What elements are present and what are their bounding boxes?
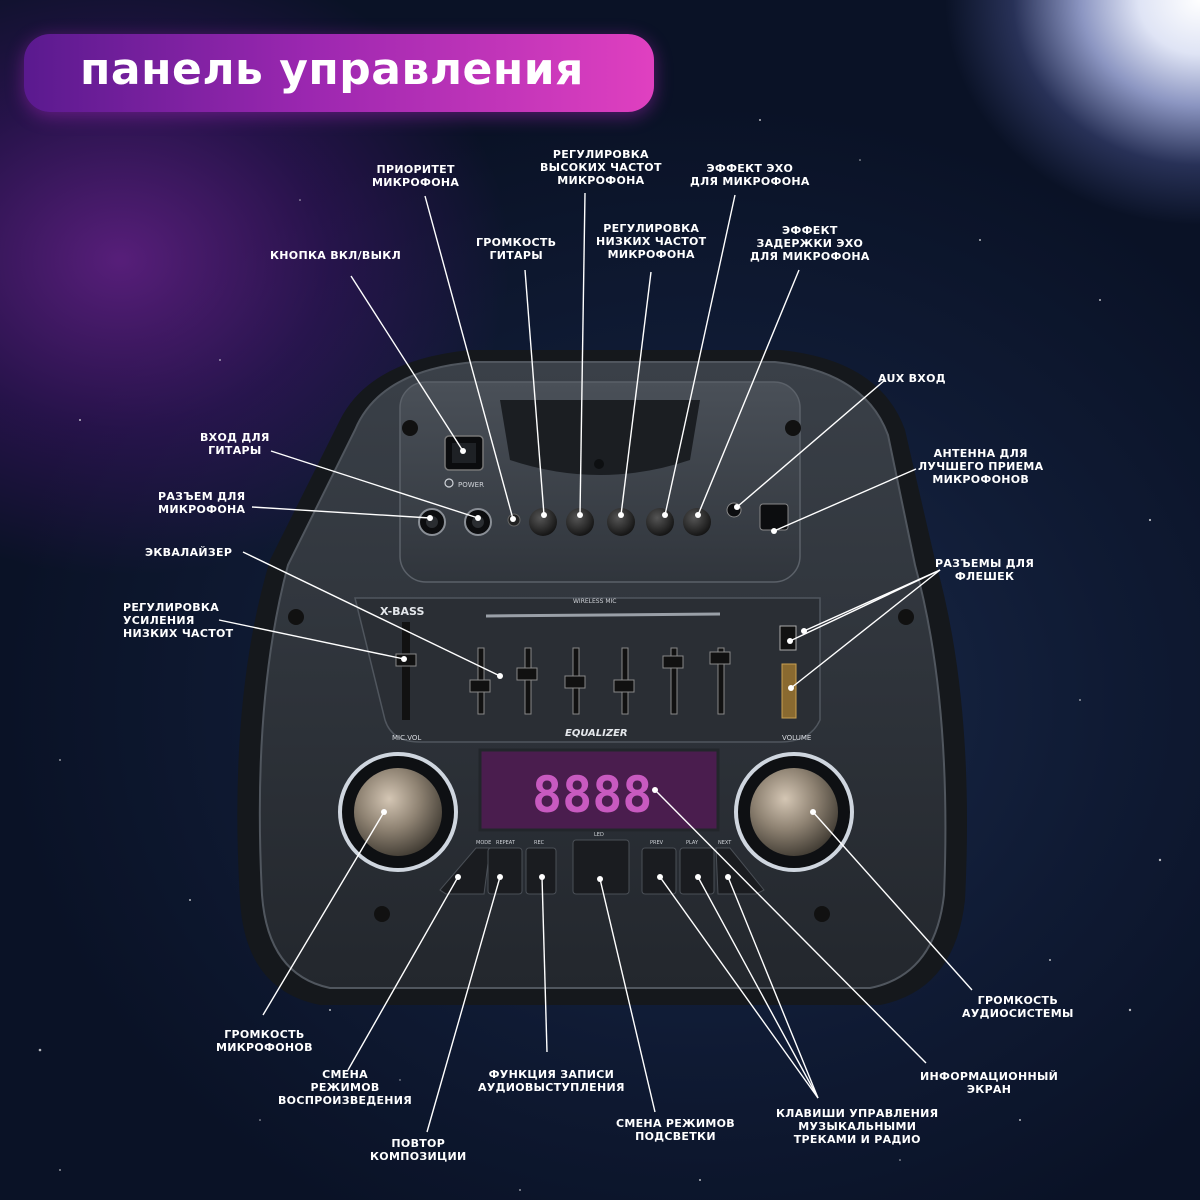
label-echo-delay: Эффект задержки эхо для микрофона xyxy=(750,224,870,263)
sd-slot xyxy=(781,663,797,719)
mode-text: MODE xyxy=(476,840,491,846)
power-text: POWER xyxy=(458,481,484,489)
label-mic-volume: Громкость микрофонов xyxy=(216,1028,313,1054)
label-guitar-in: Вход для гитары xyxy=(200,431,270,457)
label-echo: Эффект эхо для микрофона xyxy=(690,162,810,188)
wireless-mic-text: WIRELESS MIC xyxy=(573,598,616,605)
label-bass-boost: Регулировка усиления низких частот xyxy=(123,601,234,640)
callout-dots xyxy=(381,448,816,882)
label-guitar-volume: Громкость гитары xyxy=(476,236,557,262)
label-system-volume: Громкость аудиосистемы xyxy=(962,994,1074,1020)
title-banner: панель управления xyxy=(24,34,654,112)
eq-sliders xyxy=(469,647,731,715)
mic-vol-text: MIC.VOL xyxy=(392,734,421,742)
page-title: панель управления xyxy=(80,44,584,95)
led-display xyxy=(478,748,720,832)
next-text: NEXT xyxy=(718,840,732,846)
volume-text: VOLUME xyxy=(782,734,811,742)
play-text: PLAY xyxy=(686,840,699,846)
label-usb-slots: Разъемы для флешек xyxy=(935,557,1035,583)
handle-slot xyxy=(500,400,700,475)
label-equalizer: Эквалайзер xyxy=(145,546,233,559)
label-play-mode: Смена режимов воспроизведения xyxy=(278,1068,413,1107)
top-knobs xyxy=(529,508,711,536)
label-light-mode: Смена режимов подсветки xyxy=(616,1117,735,1143)
led-text: LED xyxy=(594,832,604,838)
display-digits: 8888 xyxy=(532,766,652,824)
label-aux-in: AUX вход xyxy=(878,372,946,385)
label-rec-function: Функция записи аудиовыступления xyxy=(478,1068,625,1094)
label-power-button: Кнопка вкл/выкл xyxy=(270,249,402,262)
usb-port xyxy=(779,625,797,651)
label-mic-jack: Разъем для микрофона xyxy=(158,490,246,516)
label-repeat: Повтор композиции xyxy=(370,1137,467,1163)
callout-lines xyxy=(218,192,973,1133)
label-mic-priority: Приоритет микрофона xyxy=(372,163,460,189)
label-mic-bass: Регулировка низких частот микрофона xyxy=(596,222,707,261)
equalizer-text: EQUALIZER xyxy=(565,728,628,739)
prev-text: PREV xyxy=(650,840,664,846)
control-buttons xyxy=(439,839,765,895)
xbass-text: X-BASS xyxy=(380,605,424,618)
label-track-keys: Клавиши управления музыкальными треками … xyxy=(776,1107,939,1146)
label-mic-treble: Регулировка высоких частот микрофона xyxy=(540,148,662,187)
rec-text: REC xyxy=(534,840,545,846)
repeat-text: REPEAT xyxy=(496,840,516,846)
label-antenna: Антенна для лучшего приема микрофонов xyxy=(918,447,1044,486)
label-info-screen: Информационный экран xyxy=(920,1070,1059,1096)
